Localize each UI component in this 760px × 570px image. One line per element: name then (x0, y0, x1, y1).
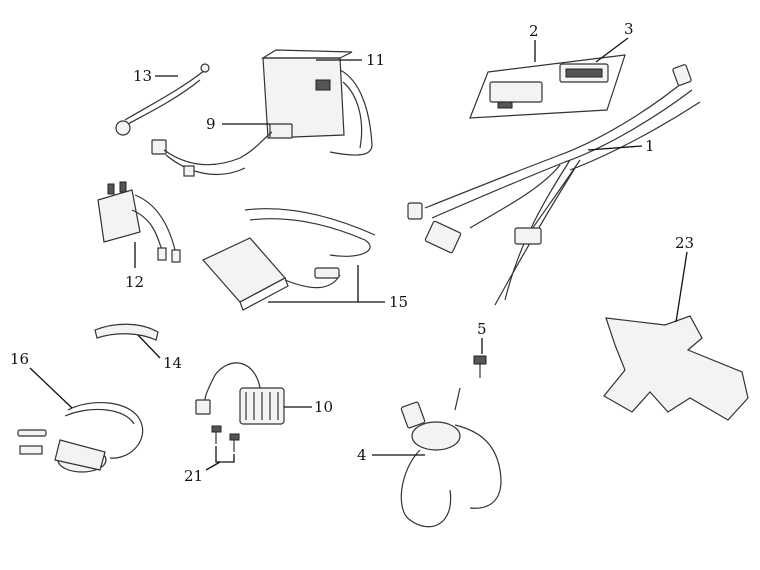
part-9-harness (151, 131, 273, 177)
label-3: 3 (624, 20, 634, 38)
part-13-wire (115, 63, 210, 136)
label-11: 11 (366, 51, 385, 69)
part-11-cdi-unit (260, 49, 373, 156)
part-5-bolt (473, 355, 487, 378)
label-23: 23 (675, 234, 694, 252)
label-9: 9 (206, 115, 216, 133)
label-10: 10 (314, 398, 333, 416)
label-13: 13 (133, 67, 152, 85)
label-21: 21 (184, 467, 203, 485)
leader-14 (137, 334, 161, 359)
part-12-starter-relay (97, 181, 181, 263)
label-12: 12 (125, 273, 144, 291)
part-16-ignition-switch (17, 401, 144, 473)
part-21-screws (211, 425, 240, 452)
label-15: 15 (389, 293, 408, 311)
leader-21a (215, 446, 235, 463)
part-14-strap (94, 323, 159, 341)
part-10-regulator (195, 362, 285, 425)
part-1-wiring-harness (407, 64, 701, 306)
part-2-3-connectors (469, 54, 626, 119)
part-4-ignition-coil (400, 387, 502, 528)
part-15-charger (202, 208, 376, 311)
part-23-x-pad (603, 315, 749, 421)
leader-1 (587, 145, 643, 151)
label-1: 1 (645, 137, 655, 155)
leader-23 (675, 251, 688, 323)
label-2: 2 (529, 22, 539, 40)
label-14: 14 (163, 354, 182, 372)
label-4: 4 (357, 446, 367, 464)
leader-16 (29, 367, 73, 409)
leader-3 (595, 37, 629, 63)
leader-21b (205, 461, 221, 471)
label-16: 16 (10, 350, 29, 368)
label-5: 5 (477, 320, 487, 338)
